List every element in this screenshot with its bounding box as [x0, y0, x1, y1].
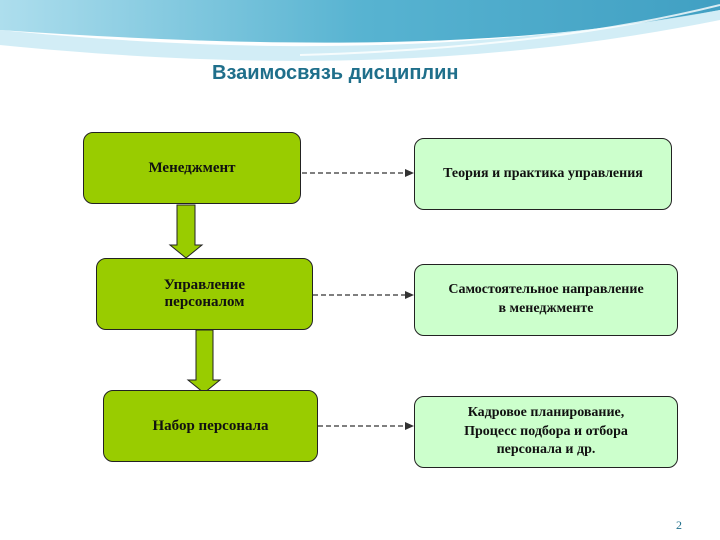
dashed-arrow-1: [302, 169, 414, 177]
box-management: Менеджмент: [83, 132, 301, 204]
box-hr-planning: Кадровое планирование, Процесс подбора и…: [414, 396, 678, 468]
page-title: Взаимосвязь дисциплин: [212, 62, 459, 84]
dashed-arrow-2: [313, 291, 414, 299]
box-recruitment-label: Набор персонала: [152, 417, 269, 434]
box-recruitment: Набор персонала: [103, 390, 318, 462]
dashed-arrow-3: [318, 422, 414, 430]
page-number: 2: [676, 518, 682, 532]
box-independent-direction: Самостоятельное направление в менеджмент…: [414, 264, 678, 336]
box-personnel-management-label: Управление персоналом: [163, 277, 246, 310]
box-personnel-management: Управление персоналом: [96, 258, 313, 330]
down-arrow-1: [168, 204, 204, 259]
box-theory-practice: Теория и практика управления: [414, 138, 672, 210]
box-hr-planning-label: Кадровое планирование, Процесс подбора и…: [464, 404, 628, 458]
box-management-label: Менеджмент: [148, 159, 236, 176]
header-wave-decoration: [0, 0, 720, 61]
box-independent-direction-label: Самостоятельное направление в менеджмент…: [448, 282, 644, 316]
down-arrow-2: [186, 329, 222, 394]
box-theory-practice-label: Теория и практика управления: [443, 165, 643, 181]
